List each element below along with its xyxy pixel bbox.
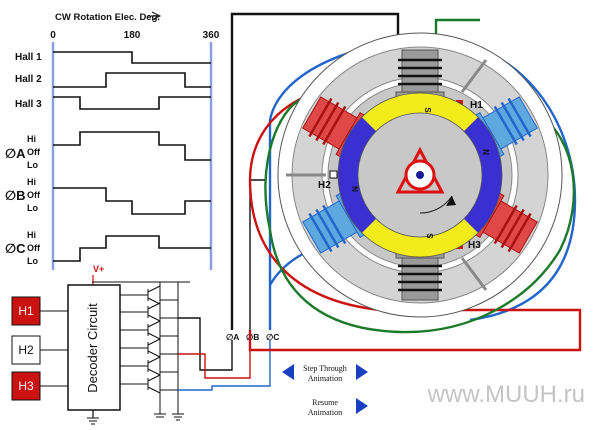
step-through-button[interactable]: Step Through Animation	[282, 364, 368, 383]
decoder-circuit: V+ Decoder Circuit H1 H2 H3	[11, 264, 279, 425]
timing-diagram: CW Rotation Elec. Deg. 0 180 360 Hall 1 …	[5, 11, 220, 270]
pole-label-bottom: S	[426, 233, 435, 239]
hall1-signal-label: Hall 1	[15, 52, 42, 63]
h3-input-label: H3	[18, 379, 34, 393]
hall-sensor-2-label: H2	[318, 180, 331, 191]
watermark: www.MUUH.ru	[427, 381, 585, 408]
output-label-a: ∅A	[226, 332, 239, 342]
step-back-icon[interactable]	[282, 364, 294, 380]
phase-b-hi: Hi	[27, 177, 36, 187]
phase-c-off: Off	[27, 243, 41, 253]
phase-a-lo: Lo	[27, 160, 38, 170]
h1-input-label: H1	[18, 304, 34, 318]
pole-label-right: N	[481, 149, 490, 155]
step-through-label-1: Step Through	[303, 364, 347, 373]
hall-sensor-1-label: H1	[470, 100, 483, 111]
hall-sensor-1-probe	[460, 59, 488, 93]
hall-sensor-3-label: H3	[468, 240, 481, 251]
axis-title: CW Rotation Elec. Deg.	[55, 12, 160, 23]
transistor-bridge	[92, 281, 190, 421]
rotation-arrow-icon	[419, 195, 453, 214]
h2-input-label: H2	[18, 343, 34, 357]
hall2-signal-label: Hall 2	[15, 74, 42, 85]
hall-sensor-3-probe	[460, 257, 488, 291]
decoder-label: Decoder Circuit	[85, 303, 100, 393]
phase-c-lo: Lo	[27, 256, 38, 266]
hall-sensor-2	[329, 170, 338, 179]
tick-label-0: 0	[50, 30, 56, 41]
pole-label-left: N	[351, 186, 360, 192]
ground-icon	[87, 417, 99, 425]
motor: H1 H2 H3 S N S N	[277, 32, 563, 318]
output-label-c: ∅C	[266, 332, 279, 342]
rotor-hub-icon	[395, 146, 445, 194]
supply-label: V+	[93, 264, 104, 274]
hall2-waveform	[53, 72, 211, 88]
hall3-waveform	[53, 96, 211, 110]
h2-input-box	[11, 335, 41, 365]
phase-a-label: ∅A	[5, 146, 26, 161]
h1-input-box	[11, 296, 41, 326]
hall1-waveform	[53, 51, 211, 64]
resume-label-1: Resume	[312, 398, 338, 407]
rotor-magnet-s-bottom	[361, 218, 479, 258]
phase-b-label: ∅B	[5, 188, 26, 203]
step-forward-icon[interactable]	[356, 364, 368, 380]
phase-b-off: Off	[27, 190, 41, 200]
phase-b-lo: Lo	[27, 203, 38, 213]
phase-b-waveform	[53, 187, 211, 215]
phase-a-waveform	[53, 131, 211, 161]
rotor-magnet-s-top	[361, 92, 479, 132]
hall3-signal-label: Hall 3	[15, 99, 42, 110]
tick-label-180: 180	[124, 30, 141, 41]
tick-label-360: 360	[203, 30, 220, 41]
resume-label-2: Animation	[308, 408, 342, 417]
axis-arrow-icon	[148, 11, 162, 21]
pole-label-top: S	[423, 107, 432, 113]
decoder-box	[67, 284, 121, 411]
phase-a-hi: Hi	[27, 134, 36, 144]
phase-c-waveform	[53, 235, 211, 262]
output-label-b: ∅B	[246, 332, 259, 342]
h3-input-box	[11, 371, 41, 401]
resume-play-icon[interactable]	[356, 398, 368, 414]
phase-c-hi: Hi	[27, 230, 36, 240]
phase-c-label: ∅C	[5, 241, 26, 256]
resume-animation-button[interactable]: Resume Animation	[308, 398, 368, 417]
step-through-label-2: Animation	[308, 374, 342, 383]
phase-a-off: Off	[27, 147, 41, 157]
